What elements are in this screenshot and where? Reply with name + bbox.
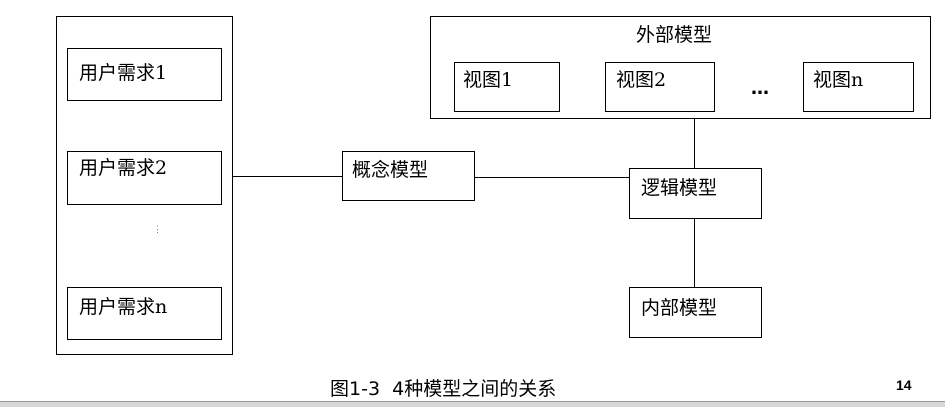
logical-model-label: 逻辑模型 bbox=[641, 177, 718, 199]
connector-logical-to-internal bbox=[694, 219, 695, 288]
figure-caption: 图1-3 4种模型之间的关系 bbox=[330, 378, 557, 400]
views-ellipsis: … bbox=[751, 78, 770, 99]
view-2-box: 视图2 bbox=[605, 62, 715, 112]
page-number: 14 bbox=[896, 377, 912, 393]
connector-requirements-to-conceptual bbox=[233, 176, 343, 177]
external-model-title: 外部模型 bbox=[636, 24, 713, 46]
footer-rule bbox=[0, 401, 945, 407]
user-requirement-n-label: 用户需求n bbox=[79, 296, 168, 318]
user-requirement-2-label: 用户需求2 bbox=[79, 157, 168, 179]
user-requirement-n-box: 用户需求n bbox=[67, 287, 222, 340]
internal-model-label: 内部模型 bbox=[641, 297, 718, 319]
conceptual-model-box: 概念模型 bbox=[342, 151, 475, 201]
logical-model-box: 逻辑模型 bbox=[629, 168, 762, 219]
conceptual-model-label: 概念模型 bbox=[352, 159, 429, 181]
view-n-box: 视图n bbox=[803, 62, 914, 112]
vertical-ellipsis: ⋮ bbox=[153, 225, 162, 235]
view-1-box: 视图1 bbox=[454, 62, 560, 112]
view-2-label: 视图2 bbox=[616, 69, 667, 91]
user-requirement-1-label: 用户需求1 bbox=[79, 62, 168, 84]
view-1-label: 视图1 bbox=[463, 69, 514, 91]
connector-external-to-logical bbox=[694, 119, 695, 169]
connector-conceptual-to-logical bbox=[475, 177, 629, 178]
view-n-label: 视图n bbox=[813, 69, 864, 91]
user-requirement-1-box: 用户需求1 bbox=[67, 48, 222, 101]
internal-model-box: 内部模型 bbox=[629, 287, 762, 338]
user-requirement-2-box: 用户需求2 bbox=[67, 151, 222, 205]
